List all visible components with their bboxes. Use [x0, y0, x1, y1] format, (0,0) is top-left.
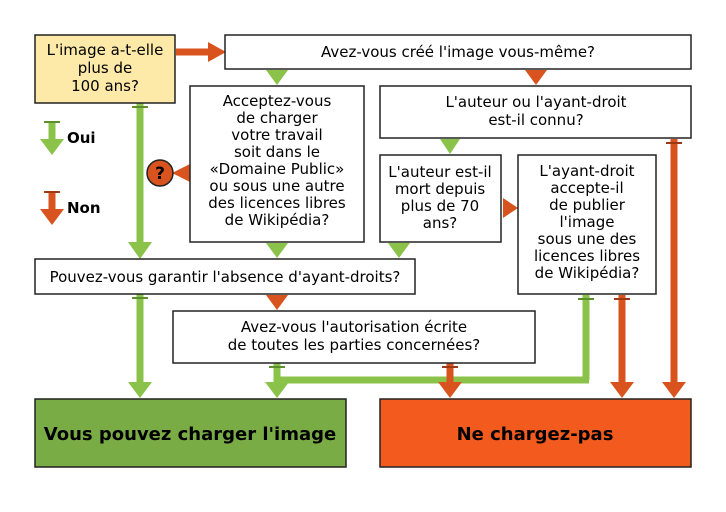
- result-no: Ne chargez-pas: [379, 398, 692, 468]
- question-age-line-1: L'image a-t-elle: [47, 41, 164, 59]
- legend: Oui Non: [40, 121, 101, 225]
- arrow-noholder-yes: [128, 294, 152, 398]
- question-holder-line-1: L'ayant-droit: [539, 162, 634, 180]
- result-yes-text: Vous pouvez charger l'image: [44, 424, 336, 445]
- question-author-known: L'auteur ou l'ayant-droit est-il connu?: [379, 85, 692, 139]
- arrow-dead-yes: [388, 243, 410, 258]
- question-age-line-2: plus de: [78, 59, 133, 77]
- question-accept: Acceptez-vous de charger votre travail s…: [189, 85, 365, 243]
- question-holder-accepts: L'ayant-droit accepte-il de publier l'im…: [517, 154, 657, 295]
- question-accept-line-3: votre travail: [231, 126, 322, 144]
- arrow-noholder-no: [266, 295, 288, 310]
- question-author-known-line-2: est-il connu?: [488, 111, 583, 129]
- question-author-dead: L'auteur est-il mort depuis plus de 70 a…: [379, 154, 502, 243]
- arrow-auth-no: [438, 363, 462, 398]
- arrow-dead-no: [503, 198, 518, 218]
- question-authorization: Avez-vous l'autorisation écrite de toute…: [172, 310, 536, 364]
- question-accept-line-6: ou sous une autre: [209, 177, 344, 195]
- question-holder-line-4: l'image: [559, 213, 614, 231]
- question-author-dead-line-4: ans?: [423, 214, 457, 232]
- question-age-line-3: 100 ans?: [71, 77, 139, 95]
- arrow-holder-no: [610, 295, 634, 398]
- question-author-dead-line-2: mort depuis: [395, 180, 486, 198]
- legend-no-arrow-icon: [40, 209, 64, 225]
- question-holder-line-5: sous une des: [538, 230, 637, 248]
- question-no-holder-text: Pouvez-vous garantir l'absence d'ayant-d…: [50, 268, 401, 286]
- arrow-known-yes: [440, 139, 460, 154]
- arrow-holder-yes: [277, 295, 594, 384]
- question-author-dead-line-3: plus de 70: [401, 197, 479, 215]
- question-holder-line-2: accepte-il: [550, 179, 623, 197]
- result-yes: Vous pouvez charger l'image: [34, 398, 347, 468]
- arrow-age-yes: [128, 103, 152, 259]
- flow-arrows: [128, 42, 686, 398]
- question-no-holder: Pouvez-vous garantir l'absence d'ayant-d…: [34, 258, 416, 295]
- question-accept-line-4: soit dans le: [234, 143, 320, 161]
- question-author-dead-line-1: L'auteur est-il: [388, 163, 491, 181]
- arrow-age-no: [176, 42, 226, 62]
- legend-yes-label: Oui: [67, 129, 96, 147]
- help-badge-text: ?: [155, 164, 165, 184]
- question-holder-line-3: de publier: [549, 196, 626, 214]
- question-holder-line-6: licences libres: [534, 247, 640, 265]
- question-authorization-line-1: Avez-vous l'autorisation écrite: [241, 318, 467, 336]
- question-created: Avez-vous créé l'image vous-même?: [224, 34, 692, 70]
- question-accept-line-7: des licences libres: [208, 194, 346, 212]
- question-age: L'image a-t-elle plus de 100 ans?: [34, 34, 176, 104]
- arrow-created-no: [525, 70, 547, 85]
- question-accept-line-2: de charger: [236, 109, 318, 127]
- question-author-known-line-1: L'auteur ou l'ayant-droit: [445, 93, 626, 111]
- question-accept-line-5: «Domaine Public»: [210, 160, 345, 178]
- legend-no-label: Non: [67, 199, 101, 217]
- help-pointer: [172, 164, 190, 182]
- legend-no: Non: [40, 191, 101, 225]
- result-no-text: Ne chargez-pas: [457, 424, 614, 445]
- question-holder-line-7: de Wikipédia?: [535, 264, 640, 282]
- legend-yes-arrow-icon: [40, 139, 64, 155]
- arrow-accept-yes: [266, 243, 288, 258]
- legend-yes: Oui: [40, 121, 96, 155]
- question-accept-line-1: Acceptez-vous: [223, 92, 332, 110]
- arrow-known-no: [662, 139, 686, 398]
- arrow-created-yes: [266, 70, 288, 85]
- question-accept-line-8: de Wikipédia?: [225, 211, 330, 229]
- help-badge: ?: [146, 159, 174, 187]
- question-authorization-line-2: de toutes les parties concernées?: [228, 336, 481, 354]
- question-created-text: Avez-vous créé l'image vous-même?: [321, 43, 595, 61]
- arrow-auth-yes: [265, 363, 289, 398]
